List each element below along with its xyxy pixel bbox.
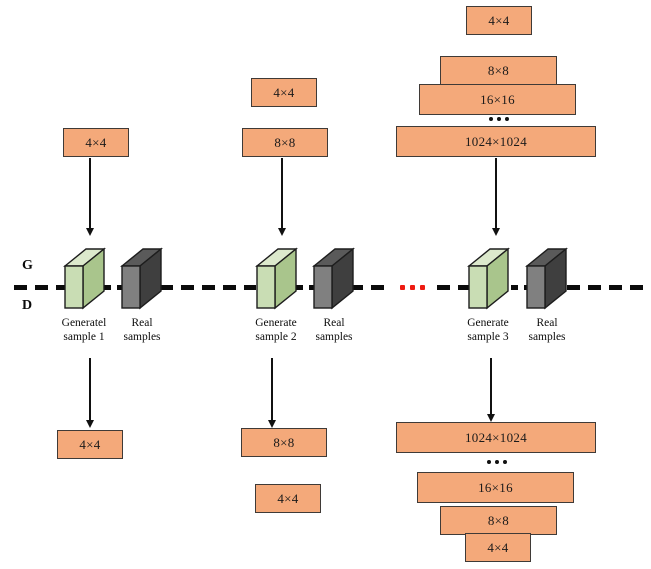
stage-1-lower-arrow <box>80 358 100 428</box>
stage-2-lower-box-0: 8×8 <box>241 428 327 457</box>
stage-3-generated-caption-line2: sample 3 <box>467 331 509 344</box>
stage-3-upper-box-1: 8×8 <box>440 56 557 85</box>
stage-1-real-sample-slab <box>117 247 165 311</box>
stage-3-real-caption: Real samples <box>501 316 593 345</box>
stage-3-real-caption-line1: Real <box>536 317 558 329</box>
stage-3-generated-caption: Generate sample 3 <box>440 316 536 345</box>
stage-3-lower-box-2: 16×16 <box>417 472 574 503</box>
stage-1-generated-caption-line2: sample 1 <box>63 331 105 344</box>
stage-3-upper-arrow <box>486 158 506 236</box>
stage-3-lower-box-0: 1024×1024 <box>396 422 596 453</box>
gd-axis-dashed-line-segment-3 <box>160 285 256 290</box>
stage-1-real-caption: Real samples <box>96 316 188 345</box>
stage-3-lower-box-4: 4×4 <box>465 533 531 562</box>
stage-1-generated-caption-line1: Generatel <box>61 317 107 329</box>
stage-3-upper-box-0: 4×4 <box>466 6 532 35</box>
stage-2-lower-arrow <box>262 358 282 428</box>
stage-2-generated-sample-slab <box>252 247 300 311</box>
stage-1-upper-box-0: 4×4 <box>63 128 129 157</box>
stage-3-upper-box-2: 16×16 <box>419 84 576 115</box>
gd-axis-dashed-line-segment-8 <box>567 285 645 290</box>
stage-1-lower-box-0: 4×4 <box>57 430 123 459</box>
stage-2-generated-caption: Generate sample 2 <box>228 316 324 345</box>
gd-axis-dashed-line-segment-1 <box>14 285 70 290</box>
stage-1-generated-caption: Generatel sample 1 <box>34 316 134 345</box>
gd-axis-dashed-line-segment-7 <box>511 285 529 290</box>
stage-3-real-caption-line2: samples <box>528 331 566 344</box>
stage-2-real-caption-line1: Real <box>323 317 345 329</box>
gd-axis-dashed-line-segment-6 <box>437 285 475 290</box>
stage-1-real-caption-line1: Real <box>131 317 153 329</box>
stage-1-upper-arrow <box>80 158 100 236</box>
stage-3-generated-sample-slab <box>464 247 512 311</box>
stage-3-lower-box-3: 8×8 <box>440 506 557 535</box>
stage-2-real-caption: Real samples <box>288 316 380 345</box>
stage-2-upper-box-0: 4×4 <box>251 78 317 107</box>
stage-3-upper-box-4: 1024×1024 <box>396 126 596 157</box>
stage-2-real-sample-slab <box>309 247 357 311</box>
stage-1-real-caption-line2: samples <box>123 331 161 344</box>
stage-2-real-caption-line2: samples <box>315 331 353 344</box>
stage-2-generated-caption-line1: Generate <box>255 317 297 329</box>
gd-axis-dashed-line-segment-2 <box>104 285 122 290</box>
stage-2-lower-box-1: 4×4 <box>255 484 321 513</box>
stage-3-generated-caption-line1: Generate <box>467 317 509 329</box>
stage-2-upper-box-1: 8×8 <box>242 128 328 157</box>
stage-3-upper-ellipsis-icon <box>489 117 509 121</box>
stage-3-lower-arrow <box>481 358 501 422</box>
gd-axis-dashed-line-segment-5 <box>350 285 392 290</box>
stage-3-lower-ellipsis-icon <box>487 460 507 464</box>
stage-2-generated-caption-line2: sample 2 <box>255 331 297 344</box>
gd-axis-dashed-line-segment-4 <box>296 285 314 290</box>
stage-1-generated-sample-slab <box>60 247 108 311</box>
discriminator-axis-label: D <box>22 298 33 313</box>
stage-3-real-sample-slab <box>522 247 570 311</box>
red-ellipsis-icon <box>400 285 425 290</box>
stage-2-upper-arrow <box>272 158 292 236</box>
generator-axis-label: G <box>22 258 33 273</box>
